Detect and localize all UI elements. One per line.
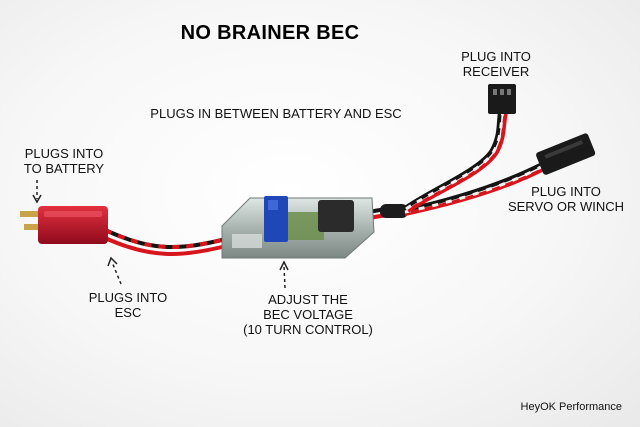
- inductor: [318, 200, 354, 232]
- receiver-lead: [403, 84, 516, 213]
- pointer-arrows: [32, 180, 289, 289]
- servo-label: PLUG INTO SERVO OR WINCH: [507, 184, 625, 214]
- battery-label: PLUGS INTO TO BATTERY: [23, 146, 105, 176]
- page-title: NO BRAINER BEC: [180, 22, 360, 44]
- battery-connector: [20, 206, 108, 244]
- receiver-label: PLUG INTO RECEIVER: [461, 49, 531, 79]
- receiver-connector: [488, 84, 516, 114]
- adjust-label: ADJUST THE BEC VOLTAGE (10 TURN CONTROL): [243, 292, 373, 337]
- servo-connector: [536, 133, 596, 175]
- subtitle: PLUGS IN BETWEEN BATTERY AND ESC: [150, 106, 402, 121]
- main-wires: [104, 228, 231, 256]
- bec-module: [221, 196, 375, 259]
- photo-credit: HeyOK Performance: [520, 401, 622, 413]
- esc-label: PLUGS INTO ESC: [88, 290, 168, 320]
- servo-lead: [404, 133, 596, 216]
- heatshrink-joint: [380, 204, 408, 218]
- output-wires: [369, 204, 409, 220]
